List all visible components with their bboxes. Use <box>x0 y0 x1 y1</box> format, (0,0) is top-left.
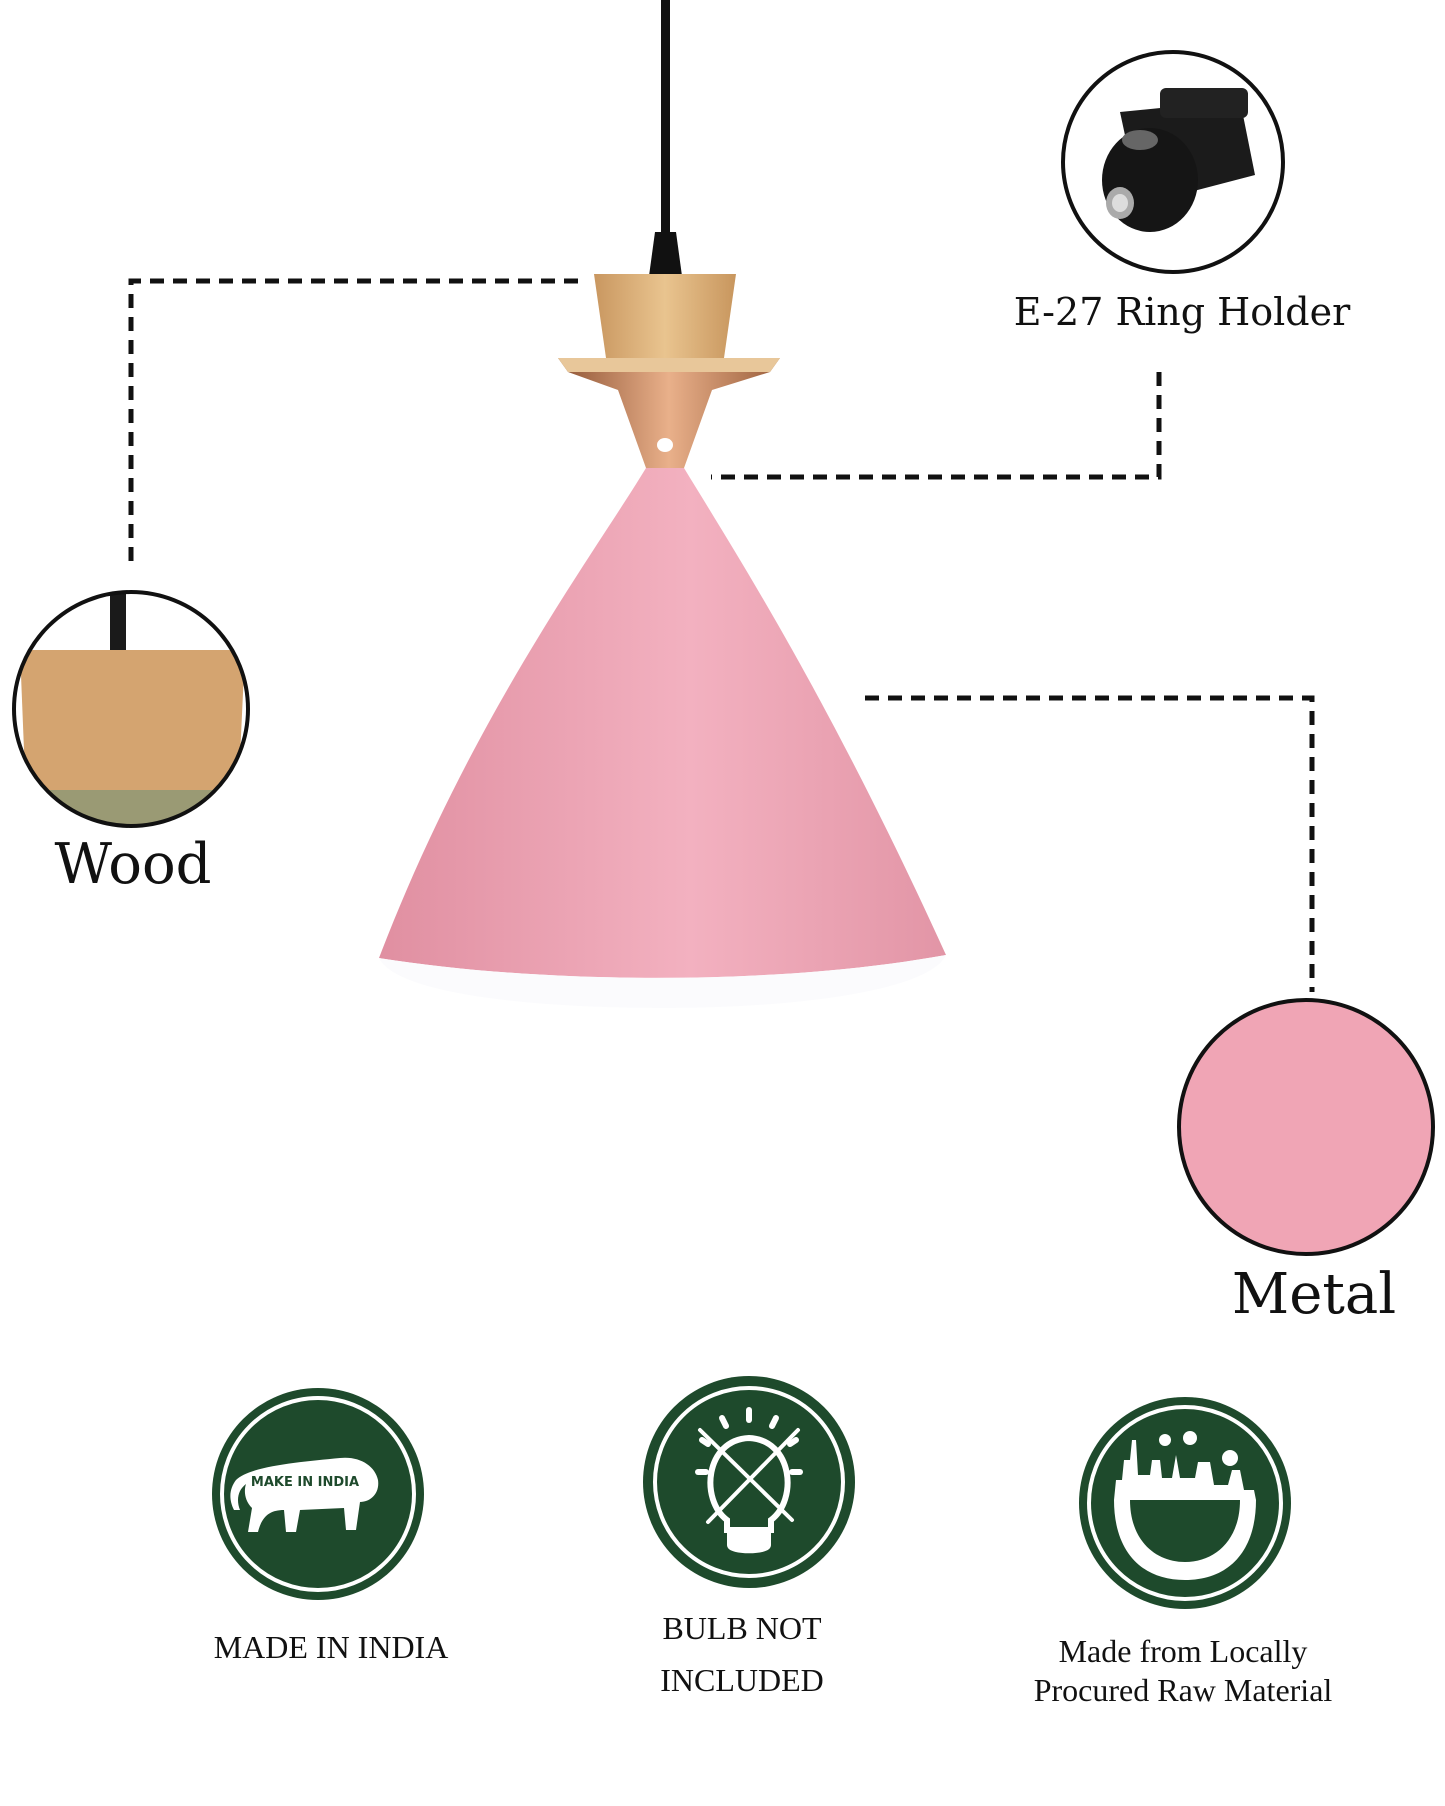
holder-leader-line <box>711 372 1162 480</box>
callout-lines <box>128 278 1315 992</box>
metal-shade <box>379 468 946 978</box>
holder-label: E-27 Ring Holder <box>1013 290 1351 334</box>
badge-label-local-line2: Procured Raw Material <box>1033 1672 1333 1708</box>
cord-grip <box>649 232 682 276</box>
pendant-lamp <box>379 0 946 1008</box>
wood-swatch <box>12 590 250 828</box>
badge-make-in-india: MAKE IN INDIA <box>212 1388 424 1600</box>
copper-collar <box>558 358 780 468</box>
power-cord <box>661 0 670 235</box>
metal-label: Metal <box>1231 1262 1397 1327</box>
badge-label-made-in-india: MADE IN INDIA <box>213 1629 449 1665</box>
badge-label-local-line1: Made from Locally <box>1058 1633 1308 1669</box>
bulb-crossed-icon <box>695 1407 803 1554</box>
svg-text:MAKE IN INDIA: MAKE IN INDIA <box>251 1475 359 1490</box>
e27-holder-swatch <box>1061 50 1285 274</box>
wood-leader-line <box>128 278 578 568</box>
wood-label: Wood <box>54 832 212 897</box>
metal-swatch <box>1177 998 1435 1256</box>
metal-leader-line <box>865 695 1315 992</box>
shade-interior <box>379 955 946 1008</box>
city-skyline-icon <box>1114 1431 1256 1580</box>
badge-locally-procured <box>1079 1397 1291 1609</box>
badge-bulb-not-included <box>643 1376 855 1588</box>
wood-cap <box>594 274 736 358</box>
make-in-india-lion-icon: MAKE IN INDIA <box>230 1457 379 1532</box>
badge-label-bulb-line1: BULB NOT <box>662 1610 822 1646</box>
badge-label-bulb-line2: INCLUDED <box>660 1662 824 1698</box>
